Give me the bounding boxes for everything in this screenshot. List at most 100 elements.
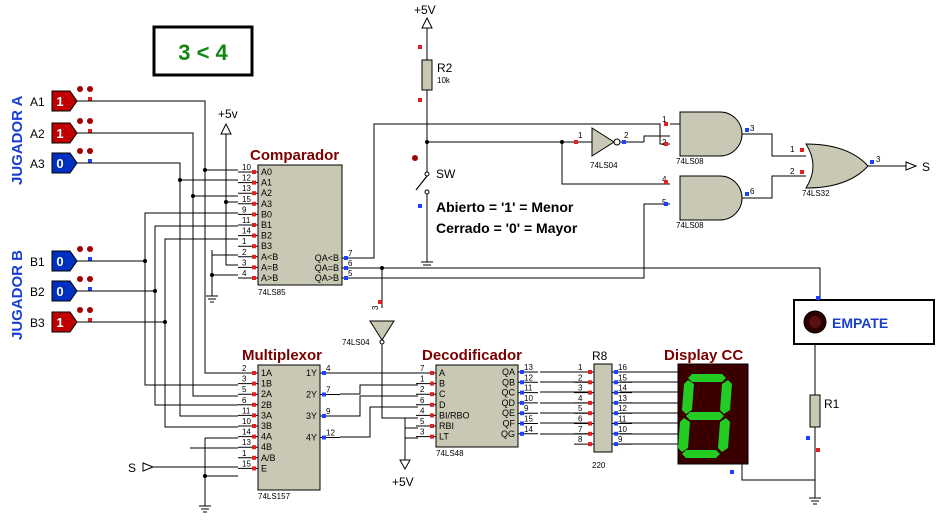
- seven-segment-display: [677, 363, 815, 481]
- chip-comparador: [257, 164, 343, 286]
- result-display: 3 < 4: [152, 25, 254, 77]
- comparador-pin-number: 1: [242, 237, 247, 246]
- r8-pin-number: 6: [578, 415, 583, 424]
- decodificador-pin-name: RBI: [439, 421, 454, 431]
- and-top-out: 3: [750, 124, 755, 133]
- decodificador-pin-number: 1: [420, 375, 425, 384]
- a-input-name: A2: [30, 127, 45, 141]
- r8-pin-number: 4: [578, 394, 583, 403]
- or-out: 3: [876, 155, 881, 164]
- multiplexor-pin-number: 12: [326, 429, 335, 438]
- r8-pin-number: 11: [618, 415, 627, 424]
- b-input-name: B2: [30, 285, 45, 299]
- ground-symbols: [199, 255, 821, 513]
- decodificador-pin-name: QD: [502, 398, 516, 408]
- vcc-decoder-label: +5V: [392, 475, 414, 489]
- r8-pin-number: 15: [618, 373, 627, 382]
- decodificador-pin-name: A: [439, 368, 445, 378]
- comparador-pin-number: 12: [242, 174, 251, 183]
- vcc-top: +5V R2 10k: [414, 3, 453, 150]
- multiplexor-pin-name: 4Y: [306, 433, 317, 443]
- inverter-top-out: 2: [624, 131, 629, 140]
- a-input-value: 1: [56, 94, 63, 109]
- chip-decodificador: [435, 364, 519, 448]
- decodificador-pin-number: 7: [420, 364, 425, 373]
- and-top-part: 74LS08: [676, 157, 704, 166]
- group-label-a: JUGADOR A: [9, 95, 26, 185]
- comparador-pin-number: 11: [242, 216, 251, 225]
- r2-name: R2: [437, 61, 453, 75]
- multiplexor-pin-name: 3B: [261, 421, 272, 431]
- r2-value: 10k: [437, 76, 451, 85]
- or-in1: 1: [790, 145, 795, 154]
- r8-pin-number: 12: [618, 404, 627, 413]
- display-segment: [718, 418, 730, 452]
- display-segments: [678, 374, 732, 458]
- comparador-pin-number: 3: [242, 258, 247, 267]
- pin-markers: [378, 45, 874, 474]
- empate-indicator: EMPATE R1: [793, 299, 935, 485]
- b-input-name: B1: [30, 255, 45, 269]
- multiplexor-pin-name: 2Y: [306, 390, 317, 400]
- input-wires: [77, 100, 238, 500]
- b-input-value: 0: [56, 254, 63, 269]
- comparador-pin-number: 7: [348, 249, 353, 258]
- decodificador-pin-name: BI/RBO: [439, 410, 470, 420]
- inverter-top-in: 1: [578, 131, 583, 140]
- decodificador-pin-name: QC: [502, 388, 516, 398]
- multiplexor-pin-number: 4: [326, 364, 331, 373]
- title-comparador: Comparador: [250, 147, 339, 164]
- mux-to-decoder-wires: [340, 372, 418, 438]
- decodificador-pin-name: LT: [439, 432, 449, 442]
- r8-to-display-wires: [620, 371, 678, 445]
- switch-sw[interactable]: SW: [412, 150, 456, 255]
- decodificador-pin-name: QA: [502, 367, 515, 377]
- comparador-part: 74LS85: [258, 288, 286, 297]
- or-part: 74LS32: [802, 189, 830, 198]
- decodificador-pin-number: 13: [524, 363, 533, 372]
- comparador-pin-name: A3: [261, 199, 272, 209]
- decodificador-pin-name: QB: [502, 377, 515, 387]
- comparador-pin-name: B3: [261, 241, 272, 251]
- b-input-1[interactable]: B1 0: [30, 246, 93, 272]
- multiplexor-pin-number: 2: [242, 364, 247, 373]
- and-top-in1: 1: [662, 115, 667, 124]
- decodificador-pin-name: QF: [503, 419, 516, 429]
- multiplexor-pin-name: 1B: [261, 379, 272, 389]
- comparador-pin-name: QA<B: [315, 253, 339, 263]
- decodificador-pin-name: D: [439, 400, 446, 410]
- chip-multiplexor: [257, 364, 321, 491]
- display-segment: [682, 380, 694, 414]
- display-segment: [682, 450, 720, 458]
- display-segment: [678, 418, 690, 452]
- a-input-1[interactable]: A1 1: [30, 86, 93, 112]
- inverter-mid: 3 74LS04: [342, 305, 395, 347]
- decodificador-pin-number: 6: [420, 396, 425, 405]
- comparador-pin-name: B2: [261, 231, 272, 241]
- decodificador-pin-number: 11: [524, 384, 533, 393]
- r8-pin-number: 13: [618, 394, 627, 403]
- a-input-name: A1: [30, 95, 45, 109]
- vcc-decoder: +5V: [392, 417, 418, 489]
- inverter-top: 1 2 74LS04: [570, 127, 670, 170]
- inverter-top-part: 74LS04: [590, 161, 618, 170]
- mux-select-input: S: [128, 461, 238, 475]
- vcc-top-label: +5V: [414, 3, 436, 17]
- multiplexor-pin-number: 10: [242, 417, 251, 426]
- comparador-pin-name: A1: [261, 178, 272, 188]
- comparador-pin-number: 2: [242, 248, 247, 257]
- decodificador-pin-number: 12: [524, 373, 533, 382]
- comparador-pin-number: 10: [242, 163, 251, 172]
- title-multiplexor: Multiplexor: [242, 347, 322, 364]
- comparador-pin-number: 4: [242, 269, 247, 278]
